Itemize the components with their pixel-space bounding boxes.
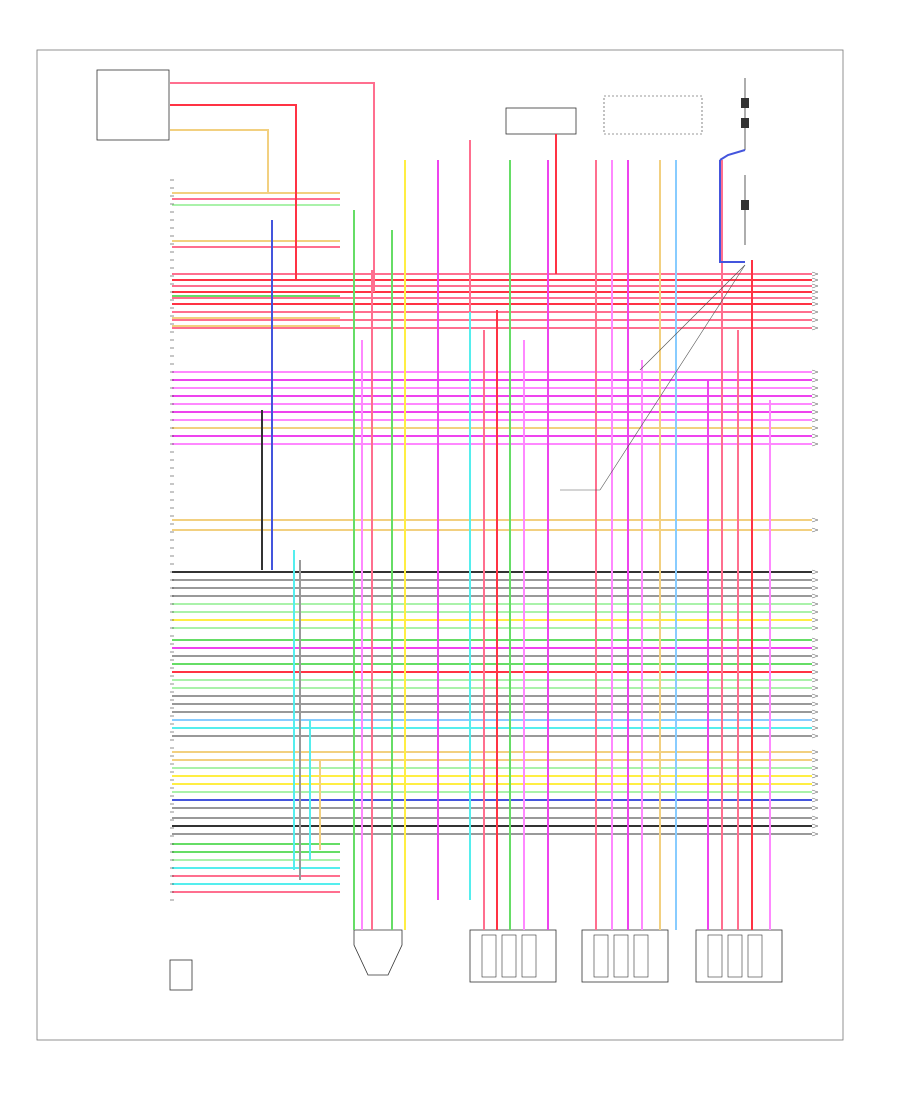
wire-end-marker [811,789,819,795]
sensor-symbol [353,929,403,976]
relay-feed-wire [170,129,269,193]
wire-end-marker [811,797,819,803]
wire-end-marker [811,409,819,415]
wire-end-marker [811,325,819,331]
wire-end-marker [811,749,819,755]
wire-end-marker [811,637,819,643]
wire-end-marker [811,733,819,739]
wire-end-marker [811,717,819,723]
wire-end-marker [811,601,819,607]
leader-line [639,264,746,371]
wire-end-marker [811,661,819,667]
wire-end-marker [811,277,819,283]
o2-sensor-lower [741,175,749,245]
wire-end-marker [811,653,819,659]
wire-end-marker [811,393,819,399]
wire-end-marker [811,433,819,439]
switch-box [603,95,703,135]
wire-end-marker [811,701,819,707]
relay-feed-wire [170,82,375,292]
wire-end-marker [811,781,819,787]
wire-end-marker [811,309,819,315]
coil-bank-2 [581,929,669,983]
wire-end-marker [811,425,819,431]
wire-end-marker [811,401,819,407]
wire-end-marker [811,289,819,295]
wire-end-marker [811,385,819,391]
wire-end-marker [811,585,819,591]
wire-end-marker [811,677,819,683]
wire-end-marker [811,377,819,383]
wire-end-marker [811,317,819,323]
wire-end-marker [811,773,819,779]
coil-bank-1 [469,929,557,983]
relay-box [96,69,170,141]
diagram-frame [36,49,844,1041]
wire-end-marker [811,831,819,837]
wire-end-marker [811,709,819,715]
wire-end-marker [811,805,819,811]
leader-layer [560,264,746,491]
connector-box [169,959,193,991]
wire-end-marker [811,815,819,821]
wire-end-marker [811,757,819,763]
wire-end-marker [811,517,819,523]
o2-ground-wire [719,149,746,161]
o2-sensor-upper [741,78,749,150]
wire-end-marker [811,725,819,731]
leader-line [599,264,746,491]
relay-feed-wire [170,104,297,280]
wire-end-marker [811,569,819,575]
wire-end-marker [811,625,819,631]
wire-end-marker [811,271,819,277]
wire-end-marker [811,685,819,691]
sensor-box [505,107,577,135]
pin-layer [170,179,819,901]
wire-end-marker [811,593,819,599]
wire-end-marker [811,823,819,829]
wire-end-marker [811,295,819,301]
wire-end-marker [811,301,819,307]
wire-end-marker [811,645,819,651]
wire-end-marker [811,577,819,583]
wire-end-marker [811,441,819,447]
wire-end-marker [811,693,819,699]
wire-end-marker [811,527,819,533]
wire-end-marker [811,765,819,771]
wire-end-marker [811,669,819,675]
coil-bank-3 [695,929,783,983]
wire-end-marker [811,617,819,623]
wire-end-marker [811,609,819,615]
wire-end-marker [811,417,819,423]
o2-ground-wire [719,160,745,263]
wire-end-marker [811,369,819,375]
wire-layer [170,82,812,930]
wire-end-marker [811,283,819,289]
